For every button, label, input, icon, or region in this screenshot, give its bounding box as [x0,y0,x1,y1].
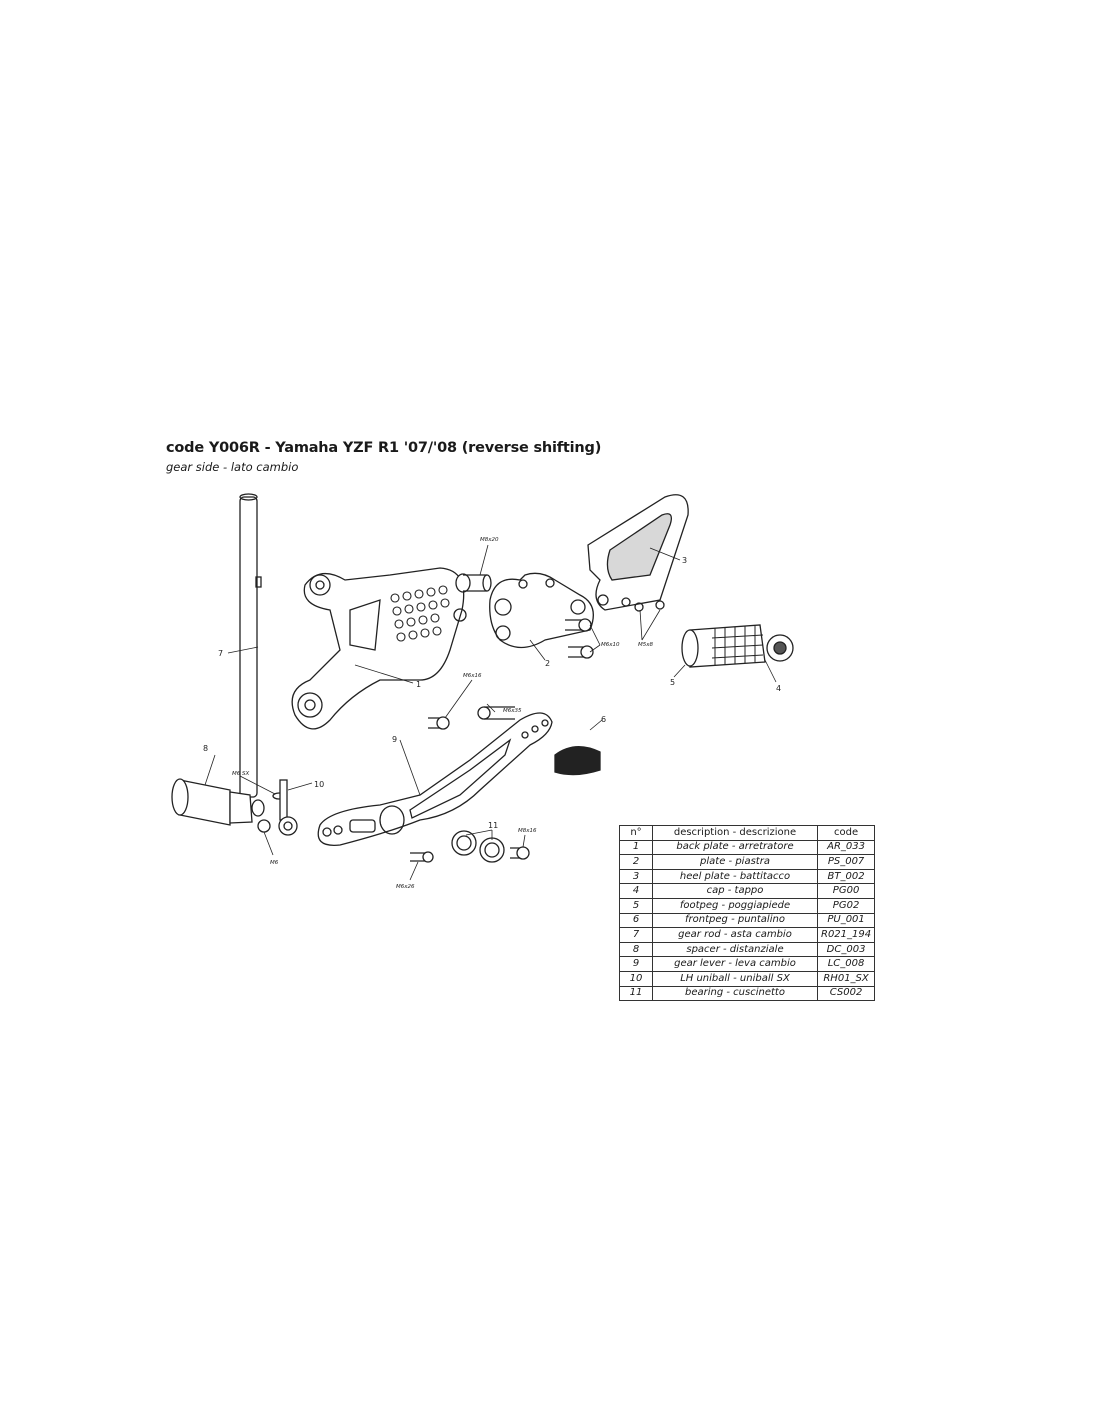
cell-description: frontpeg - puntalino [652,912,818,929]
label-m6: M6 [270,860,279,866]
cell-code: PS_007 [816,854,876,870]
cell-description: gear rod - asta cambio [652,927,818,943]
bolt-m6x16 [428,716,450,730]
cell-code: AR_033 [816,839,876,856]
cell-code: PG00 [816,883,876,899]
cell-number: 10 [619,970,653,987]
cell-code: RH01_SX [816,970,876,987]
diagram-subtitle: gear side - lato cambio [166,460,299,474]
diagram-title: code Y006R - Yamaha YZF R1 '07/'08 (reve… [166,440,602,456]
callout-11: 11 [488,821,498,830]
label-m8x20: M8x20 [480,537,499,543]
label-m6x16: M6x16 [463,673,482,679]
header-number: n° [619,825,653,841]
cell-number: 6 [619,912,653,929]
gear-lever-part [317,712,553,846]
label-m8x16: M8x16 [518,828,537,834]
footpeg-part [681,624,766,668]
cell-description: back plate - arretratore [652,839,818,856]
label-m6sx: M6 SX [232,771,249,777]
cell-number: 3 [619,868,653,885]
cell-code: PG02 [816,897,876,914]
label-m5x8: M5x8 [638,642,653,648]
uniball-part [257,779,298,836]
cell-description: plate - piastra [652,854,818,870]
callout-3: 3 [682,556,687,565]
cell-number: 5 [619,897,653,914]
back-plate-part [291,567,467,730]
cap-part [766,634,794,662]
label-m6x26: M6x26 [396,884,415,890]
header-code: code [816,825,876,841]
bearings-part [451,830,530,863]
cell-description: cap - tappo [652,883,818,899]
callout-9: 9 [392,735,397,744]
cell-number: 11 [619,985,653,1002]
callout-6: 6 [601,715,606,724]
callout-2: 2 [545,659,550,668]
heel-plate-part [587,494,689,612]
plate-part [489,572,594,649]
table-header-row: n° description - descrizione code [619,825,876,841]
cell-number: 2 [619,854,653,870]
cell-code: DC_003 [816,941,876,958]
cell-code: PU_001 [816,912,876,929]
cell-description: bearing - cuscinetto [652,985,818,1002]
cell-description: gear lever - leva cambio [652,956,818,972]
bolt-m6x26 [410,851,434,863]
bolt-m6x35 [477,706,515,720]
callout-4: 4 [776,684,781,693]
cell-number: 7 [619,927,653,943]
bolts-m6x10 [565,618,594,659]
callout-8: 8 [203,744,208,753]
cell-description: LH uniball - uniball SX [652,970,818,987]
cell-code: CS002 [816,985,876,1002]
cell-description: spacer - distanziale [652,941,818,958]
cell-description: footpeg - poggiapiede [652,897,818,914]
callout-1: 1 [416,680,421,689]
label-m6x35: M6x35 [503,708,522,714]
cell-code: BT_002 [816,868,876,885]
callout-5: 5 [670,678,675,687]
cell-code: R021_194 [816,927,876,943]
gear-rod-part [239,493,262,798]
header-description: description - descrizione [652,825,818,841]
cell-code: LC_008 [816,956,876,972]
cell-description: heel plate - battitacco [652,868,818,885]
label-m6x10: M6x10 [601,642,620,648]
bolt-m8x20 [455,573,492,593]
cell-number: 8 [619,941,653,958]
cell-number: 9 [619,956,653,972]
callout-7: 7 [218,649,223,658]
cell-number: 1 [619,839,653,856]
spacer-part [171,778,265,826]
frontpeg-part [554,746,601,776]
cell-number: 4 [619,883,653,899]
callout-10: 10 [314,780,324,789]
